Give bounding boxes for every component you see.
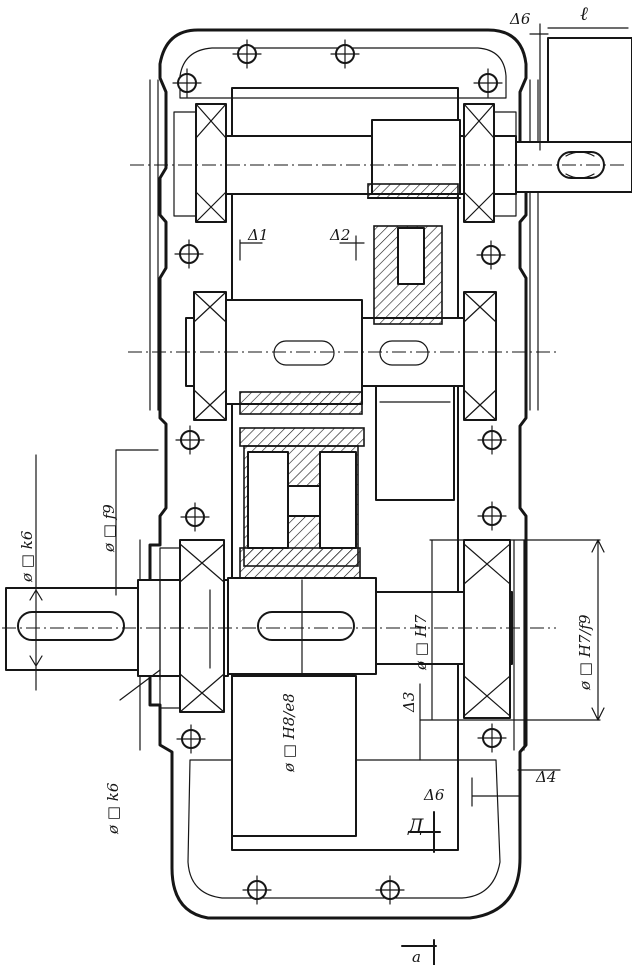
- intermediate-bearing-left: [193, 291, 227, 421]
- bolt-hole-icon: [180, 502, 210, 532]
- bolt-hole-icon: [232, 39, 262, 69]
- input-shaft: [195, 37, 632, 199]
- bolt-holes: [172, 39, 507, 905]
- label-phi-k6-bottom: ø □ k6: [104, 782, 122, 835]
- label-phi-h8-e8: ø □ H8/e8: [280, 693, 298, 773]
- input-bearing-right: [463, 103, 517, 223]
- bolt-hole-icon: [473, 68, 503, 98]
- bolt-hole-icon: [176, 724, 206, 754]
- output-bearing-left: [159, 539, 225, 713]
- label-delta-1: Δ1: [247, 226, 268, 244]
- label-ell: ℓ: [580, 3, 588, 25]
- intermediate-bearing-right: [463, 291, 497, 421]
- input-bearing-left: [173, 103, 227, 223]
- label-phi-k6-left: ø □ k6: [18, 530, 36, 583]
- bolt-hole-icon: [477, 425, 507, 455]
- label-phi-h7-center: ø □ H7: [412, 614, 430, 671]
- bolt-hole-icon: [172, 68, 202, 98]
- bolt-hole-icon: [375, 875, 405, 905]
- dimension-lines: [29, 23, 629, 965]
- bolt-hole-icon: [242, 875, 272, 905]
- bolt-hole-icon: [330, 39, 360, 69]
- bolt-hole-icon: [477, 501, 507, 531]
- output-gear-wheel: [239, 427, 365, 579]
- bolt-hole-icon: [174, 239, 204, 269]
- bolt-hole-icon: [175, 425, 205, 455]
- label-delta-2: Δ2: [329, 226, 350, 244]
- label-section-a: Д: [407, 815, 424, 837]
- bolt-hole-icon: [476, 240, 506, 270]
- label-phi-f9-left: ø □ f9: [100, 504, 118, 553]
- bolt-hole-icon: [477, 723, 507, 753]
- output-bearing-right: [463, 539, 511, 719]
- label-delta-4: Δ4: [535, 768, 556, 786]
- label-section-a-bottom: a: [412, 948, 421, 965]
- label-delta-6-bottom: Δ6: [423, 786, 445, 804]
- label-delta-3: Δ3: [400, 692, 418, 713]
- label-phi-h7-f9-right: ø □ H7/f9: [576, 614, 594, 691]
- label-delta-6-top: Δ6: [509, 10, 531, 28]
